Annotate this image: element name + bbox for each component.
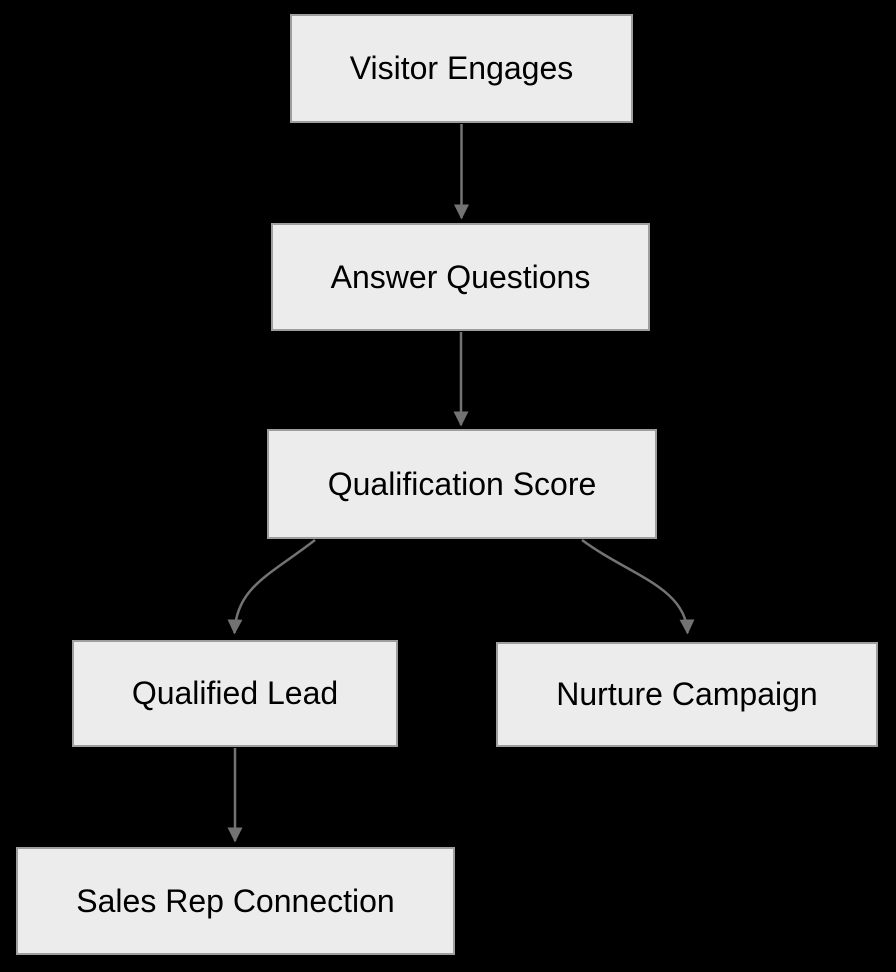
node-answer-questions-label: Answer Questions	[330, 258, 591, 295]
node-nurture-campaign: Nurture Campaign	[496, 642, 878, 747]
node-qualified-lead: Qualified Lead	[72, 640, 398, 747]
edge-qualification-score-to-nurture-campaign	[581, 538, 695, 635]
node-visitor-engages: Visitor Engages	[290, 14, 633, 123]
edge-qualification-score-to-qualified-lead	[227, 539, 316, 635]
node-answer-questions: Answer Questions	[271, 223, 650, 331]
node-sales-rep-connection-label: Sales Rep Connection	[76, 882, 395, 919]
node-nurture-campaign-label: Nurture Campaign	[556, 676, 818, 713]
node-qualified-lead-label: Qualified Lead	[131, 675, 339, 712]
node-visitor-engages-label: Visitor Engages	[349, 50, 574, 87]
node-qualification-score: Qualification Score	[267, 429, 657, 539]
node-sales-rep-connection: Sales Rep Connection	[16, 847, 455, 955]
node-qualification-score-label: Qualification Score	[327, 465, 597, 502]
